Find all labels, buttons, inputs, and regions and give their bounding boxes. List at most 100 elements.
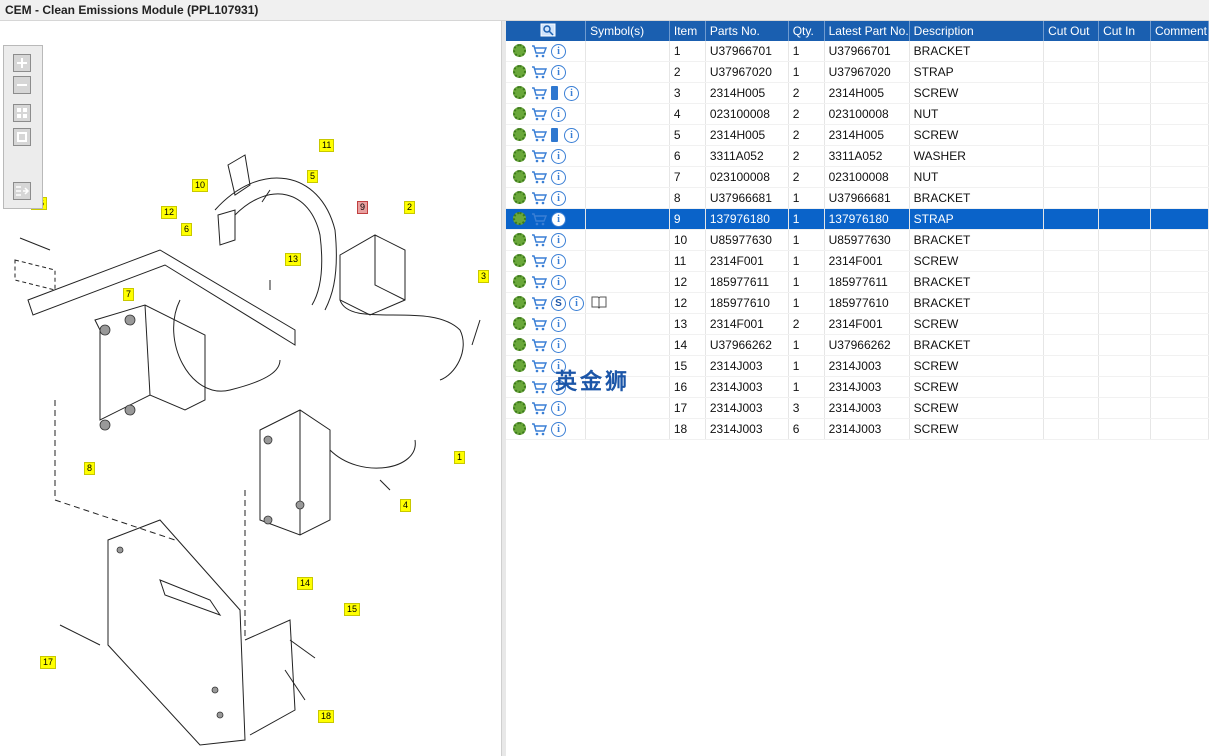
- info-icon[interactable]: i: [551, 254, 566, 269]
- options-gear-icon[interactable]: [513, 401, 526, 414]
- add-to-cart-icon[interactable]: [531, 107, 548, 121]
- info-icon[interactable]: i: [551, 233, 566, 248]
- add-to-cart-icon[interactable]: [531, 170, 548, 184]
- options-gear-icon[interactable]: [513, 254, 526, 267]
- info-icon[interactable]: i: [551, 191, 566, 206]
- options-gear-icon[interactable]: [513, 191, 526, 204]
- column-header-cut-out[interactable]: Cut Out: [1043, 21, 1100, 41]
- info-icon[interactable]: i: [551, 65, 566, 80]
- actual-size-button[interactable]: [13, 128, 31, 146]
- options-gear-icon[interactable]: [513, 422, 526, 435]
- add-to-cart-icon[interactable]: [531, 275, 548, 289]
- info-icon[interactable]: i: [551, 44, 566, 59]
- callout-6[interactable]: 6: [181, 223, 193, 236]
- options-gear-icon[interactable]: [513, 317, 526, 330]
- callout-10[interactable]: 10: [192, 179, 209, 192]
- callout-14[interactable]: 14: [297, 577, 314, 590]
- options-gear-icon[interactable]: [513, 44, 526, 57]
- callout-1[interactable]: 1: [454, 451, 466, 464]
- add-to-cart-icon[interactable]: [531, 254, 548, 268]
- column-header-parts-no[interactable]: Parts No.: [705, 21, 789, 41]
- add-to-cart-icon[interactable]: [531, 212, 548, 226]
- options-gear-icon[interactable]: [513, 128, 526, 141]
- info-icon[interactable]: i: [564, 86, 579, 101]
- add-to-cart-icon[interactable]: [531, 338, 548, 352]
- zoom-in-button[interactable]: [13, 54, 31, 72]
- document-icon[interactable]: [551, 86, 558, 100]
- options-gear-icon[interactable]: [513, 212, 526, 225]
- add-to-cart-icon[interactable]: [531, 422, 548, 436]
- callout-11[interactable]: 11: [319, 139, 335, 152]
- column-header-latest-part-no[interactable]: Latest Part No.: [824, 21, 910, 41]
- callout-17[interactable]: 17: [40, 656, 57, 669]
- options-gear-icon[interactable]: [513, 107, 526, 120]
- options-gear-icon[interactable]: [513, 170, 526, 183]
- zoom-out-button[interactable]: [13, 76, 31, 94]
- options-gear-icon[interactable]: [513, 65, 526, 78]
- add-to-cart-icon[interactable]: [531, 296, 548, 310]
- info-icon[interactable]: i: [551, 149, 566, 164]
- info-icon[interactable]: i: [551, 170, 566, 185]
- info-icon[interactable]: i: [551, 275, 566, 290]
- add-to-cart-icon[interactable]: [531, 233, 548, 247]
- options-gear-icon[interactable]: [513, 149, 526, 162]
- info-icon[interactable]: i: [551, 212, 566, 227]
- callout-9[interactable]: 9: [357, 201, 369, 214]
- add-to-cart-icon[interactable]: [531, 401, 548, 415]
- info-icon[interactable]: i: [551, 422, 566, 437]
- callout-15[interactable]: 15: [344, 603, 361, 616]
- add-to-cart-icon[interactable]: [531, 86, 548, 100]
- panel-toggle-button[interactable]: [13, 182, 31, 200]
- info-icon[interactable]: i: [551, 338, 566, 353]
- column-header-description[interactable]: Description: [909, 21, 1045, 41]
- info-icon[interactable]: i: [551, 401, 566, 416]
- column-header-comment[interactable]: Comment: [1150, 21, 1209, 41]
- column-header-item[interactable]: Item: [669, 21, 706, 41]
- callout-8[interactable]: 8: [84, 462, 96, 475]
- pane-splitter[interactable]: [501, 21, 506, 756]
- info-icon[interactable]: i: [569, 296, 584, 311]
- callout-3[interactable]: 3: [478, 270, 490, 283]
- options-gear-icon[interactable]: [513, 338, 526, 351]
- callout-5[interactable]: 5: [307, 170, 319, 183]
- add-to-cart-icon[interactable]: [531, 317, 548, 331]
- callout-18[interactable]: 18: [318, 710, 335, 723]
- options-gear-icon[interactable]: [513, 233, 526, 246]
- info-icon[interactable]: i: [564, 128, 579, 143]
- fit-all-button[interactable]: [13, 104, 31, 122]
- info-icon[interactable]: i: [551, 380, 566, 395]
- info-icon[interactable]: i: [551, 359, 566, 374]
- supersession-icon[interactable]: S: [551, 296, 566, 311]
- callout-4[interactable]: 4: [400, 499, 412, 512]
- add-to-cart-icon[interactable]: [531, 380, 548, 394]
- add-to-cart-icon[interactable]: [531, 128, 548, 142]
- column-header-symbols[interactable]: Symbol(s): [585, 21, 670, 41]
- column-header-qty[interactable]: Qty.: [788, 21, 825, 41]
- callout-13[interactable]: 13: [285, 253, 302, 266]
- options-gear-icon[interactable]: [513, 275, 526, 288]
- exploded-diagram-pane[interactable]: 11 10 5 16 12 9 2 6 13 3 7 8 1 4 14 15 1…: [0, 21, 501, 756]
- options-gear-icon[interactable]: [513, 86, 526, 99]
- callout-12[interactable]: 12: [161, 206, 178, 219]
- column-header-cut-in[interactable]: Cut In: [1098, 21, 1151, 41]
- options-gear-icon[interactable]: [513, 296, 526, 309]
- info-icon[interactable]: i: [551, 317, 566, 332]
- column-header-search[interactable]: [506, 21, 587, 41]
